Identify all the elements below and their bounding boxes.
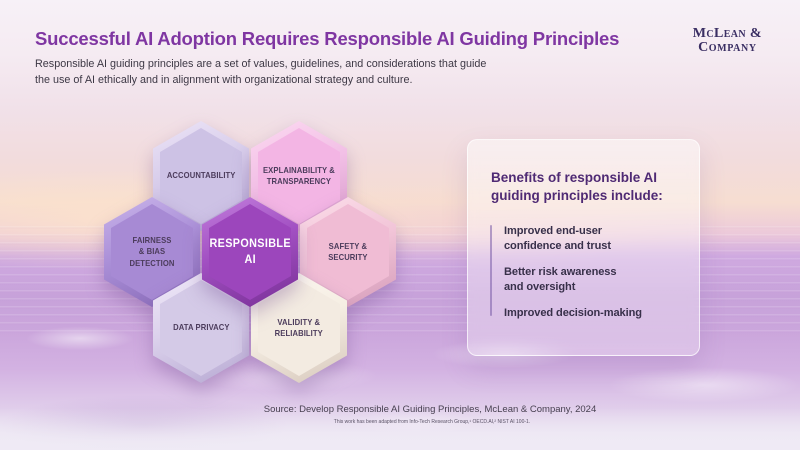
bottom-fade-background [0, 408, 800, 450]
benefits-title: Benefits of responsible AI guiding princ… [491, 170, 663, 203]
hexagon-label: ACCOUNTABILITY [166, 170, 236, 181]
hexagon-face: RESPONSIBLE AI [209, 204, 291, 300]
hexagon-label: DATA PRIVACY [172, 322, 230, 333]
hexagon-label: VALIDITY & RELIABILITY [274, 316, 324, 338]
company-logo: McLean & Company [693, 27, 762, 55]
logo-line-2: Company [698, 40, 757, 55]
benefits-panel: Benefits of responsible AI guiding princ… [467, 139, 700, 356]
logo-line-1: McLean & [692, 26, 762, 41]
hexagon-responsible-ai-center: RESPONSIBLE AI [202, 197, 298, 307]
hexagon-bevel: RESPONSIBLE AI [202, 197, 298, 307]
hexagon-label: SAFETY & SECURITY [328, 240, 368, 262]
benefit-item: Improved decision-making [504, 306, 642, 319]
page-subtitle: Responsible AI guiding principles are a … [35, 58, 487, 87]
benefit-item: Better risk awareness and oversight [504, 265, 617, 293]
hexagon-label: FAIRNESS & BIAS DETECTION [129, 235, 175, 268]
source-text: Source: Develop Responsible AI Guiding P… [263, 404, 597, 415]
benefits-divider-line [490, 225, 492, 316]
hexagon-label: RESPONSIBLE AI [209, 236, 291, 266]
footnote-text: This work has been adapted from Info-Tec… [333, 419, 531, 425]
hexagon-label: EXPLAINABILITY & TRANSPARENCY [263, 164, 335, 186]
benefits-list: Improved end-user confidence and trust B… [504, 224, 645, 332]
benefit-item: Improved end-user confidence and trust [504, 225, 611, 252]
page-title: Successful AI Adoption Requires Responsi… [35, 28, 620, 49]
